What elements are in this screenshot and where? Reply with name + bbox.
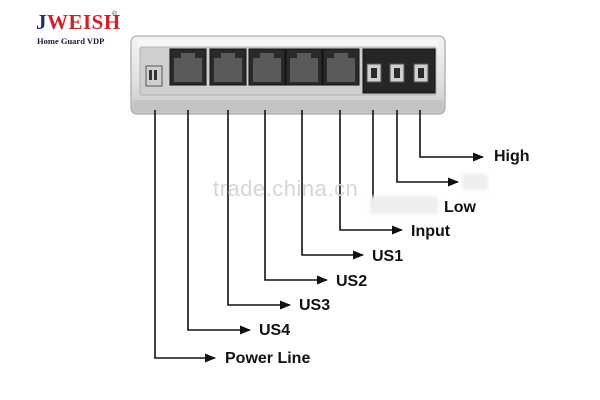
leader-line-us3: [227, 110, 292, 310]
rj45-port-input: [322, 48, 360, 86]
brand-tagline: Home Guard VDP: [37, 36, 105, 46]
jack-mid: [389, 63, 405, 83]
leader-line-power: [154, 110, 217, 363]
label-input: Input: [411, 223, 451, 240]
jack-high: [413, 63, 429, 83]
label-high: High: [494, 148, 530, 165]
label-us1: US1: [372, 248, 404, 265]
label-us2: US2: [336, 273, 368, 290]
selector-panel: [362, 48, 436, 94]
watermark-text: trade.china.cn: [213, 176, 359, 201]
rj45-port-us2: [248, 48, 286, 86]
registered-mark: ®: [112, 11, 118, 18]
power-connector: [145, 65, 163, 87]
obscured-label-smudge: [462, 174, 488, 190]
brand-name-rest: WEISH: [47, 10, 121, 34]
leader-line-high: [419, 110, 485, 162]
leader-lines: [154, 110, 485, 363]
leader-line-us4: [187, 110, 252, 335]
leader-line-us1: [301, 110, 365, 260]
leader-line-low: [372, 110, 437, 212]
label-power-line: Power Line: [225, 350, 311, 367]
obscured-label-smudge-2: [370, 196, 438, 214]
rj45-port-us1: [285, 48, 323, 86]
brand-wordmark: JWEISH: [36, 10, 121, 35]
brand-logo: JWEISH ® Home Guard VDP: [36, 10, 146, 46]
label-low: Low: [444, 199, 476, 216]
rj45-port-us4: [169, 48, 207, 86]
label-us3: US3: [299, 297, 331, 314]
leader-line-mid: [396, 110, 460, 187]
jack-low: [366, 63, 382, 83]
leader-line-input: [339, 110, 404, 235]
leader-line-us2: [264, 110, 329, 285]
rj45-port-us3: [209, 48, 247, 86]
label-us4: US4: [259, 322, 291, 339]
brand-letter-j: J: [36, 10, 47, 34]
